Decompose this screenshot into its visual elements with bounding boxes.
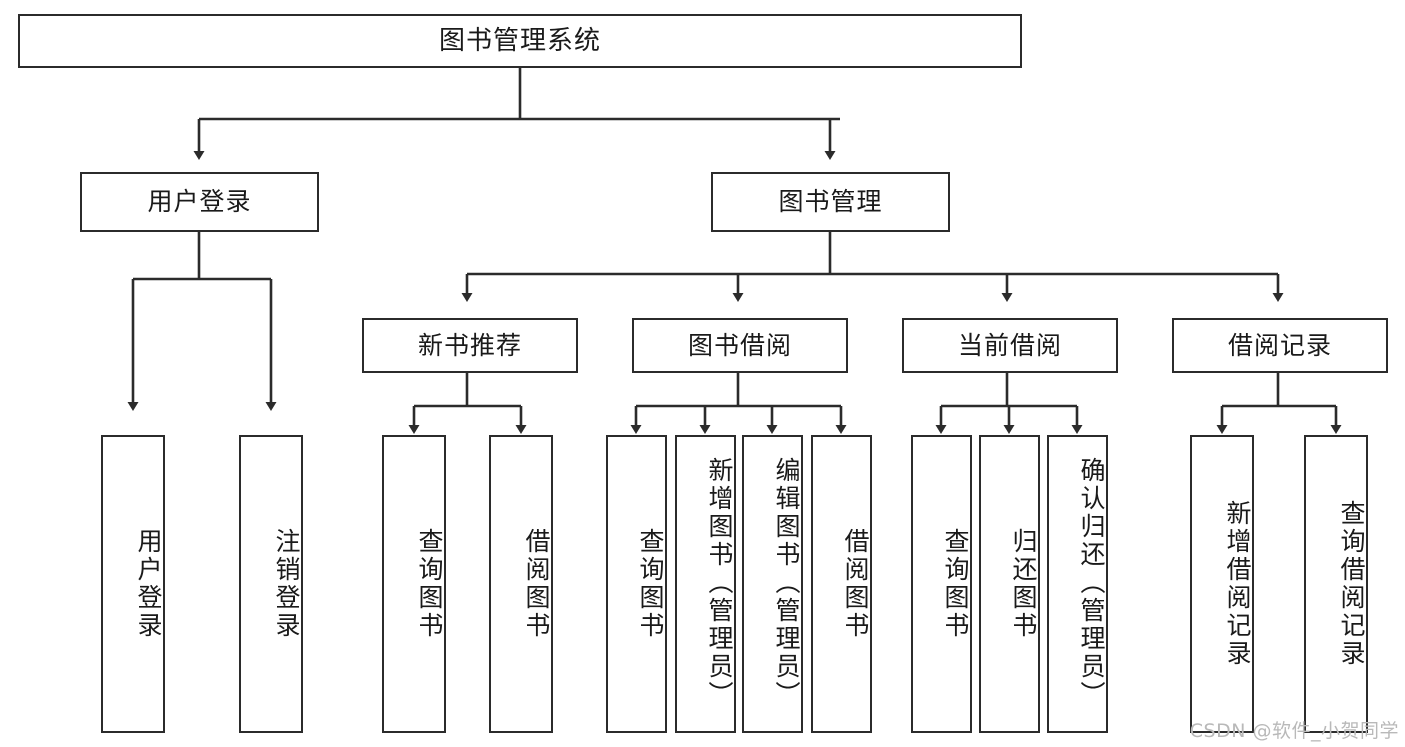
node-user-login-label: 用户登录 bbox=[147, 187, 252, 217]
leaf-bookborrow-query-book-label: 查询图书 bbox=[636, 528, 665, 640]
leaf-currentborrow-confirm-return[interactable]: 确认归还（管理员） bbox=[1047, 435, 1108, 733]
node-new-book-recommend[interactable]: 新书推荐 bbox=[362, 318, 578, 373]
watermark: CSDN @软件_小贺同学 bbox=[1189, 720, 1399, 742]
leaf-borrowrecord-add-record[interactable]: 新增借阅记录 bbox=[1190, 435, 1254, 733]
leaf-currentborrow-confirm-return-label: 确认归还（管理员） bbox=[1077, 457, 1106, 709]
leaf-logout[interactable]: 注销登录 bbox=[239, 435, 303, 733]
leaf-newbook-query-book-label: 查询图书 bbox=[415, 528, 444, 640]
node-root-label: 图书管理系统 bbox=[438, 25, 601, 56]
node-new-book-recommend-label: 新书推荐 bbox=[417, 330, 522, 360]
leaf-bookborrow-borrow-book[interactable]: 借阅图书 bbox=[811, 435, 872, 733]
leaf-user-login-label: 用户登录 bbox=[134, 528, 163, 640]
leaf-bookborrow-add-book[interactable]: 新增图书（管理员） bbox=[675, 435, 736, 733]
node-current-borrow-label: 当前借阅 bbox=[957, 330, 1062, 360]
leaf-borrowrecord-query-record[interactable]: 查询借阅记录 bbox=[1304, 435, 1368, 733]
leaf-user-login[interactable]: 用户登录 bbox=[101, 435, 165, 733]
leaf-borrowrecord-query-record-label: 查询借阅记录 bbox=[1337, 500, 1366, 668]
node-borrow-record-label: 借阅记录 bbox=[1227, 330, 1332, 360]
leaf-newbook-borrow-book-label: 借阅图书 bbox=[522, 528, 551, 640]
leaf-bookborrow-edit-book[interactable]: 编辑图书（管理员） bbox=[742, 435, 803, 733]
node-user-login[interactable]: 用户登录 bbox=[80, 172, 319, 232]
leaf-currentborrow-return-book-label: 归还图书 bbox=[1009, 528, 1038, 640]
leaf-logout-label: 注销登录 bbox=[272, 528, 301, 640]
leaf-currentborrow-return-book[interactable]: 归还图书 bbox=[979, 435, 1040, 733]
node-book-management[interactable]: 图书管理 bbox=[711, 172, 950, 232]
leaf-borrowrecord-add-record-label: 新增借阅记录 bbox=[1223, 500, 1252, 668]
leaf-newbook-borrow-book[interactable]: 借阅图书 bbox=[489, 435, 553, 733]
node-current-borrow[interactable]: 当前借阅 bbox=[902, 318, 1118, 373]
node-book-borrow[interactable]: 图书借阅 bbox=[632, 318, 848, 373]
leaf-bookborrow-edit-book-label: 编辑图书（管理员） bbox=[772, 457, 801, 709]
node-book-management-label: 图书管理 bbox=[778, 187, 883, 217]
node-root[interactable]: 图书管理系统 bbox=[18, 14, 1022, 68]
leaf-currentborrow-query-book-label: 查询图书 bbox=[941, 528, 970, 640]
leaf-bookborrow-borrow-book-label: 借阅图书 bbox=[841, 528, 870, 640]
node-book-borrow-label: 图书借阅 bbox=[687, 330, 792, 360]
leaf-bookborrow-add-book-label: 新增图书（管理员） bbox=[705, 457, 734, 709]
leaf-currentborrow-query-book[interactable]: 查询图书 bbox=[911, 435, 972, 733]
leaf-newbook-query-book[interactable]: 查询图书 bbox=[382, 435, 446, 733]
node-borrow-record[interactable]: 借阅记录 bbox=[1172, 318, 1388, 373]
leaf-bookborrow-query-book[interactable]: 查询图书 bbox=[606, 435, 667, 733]
